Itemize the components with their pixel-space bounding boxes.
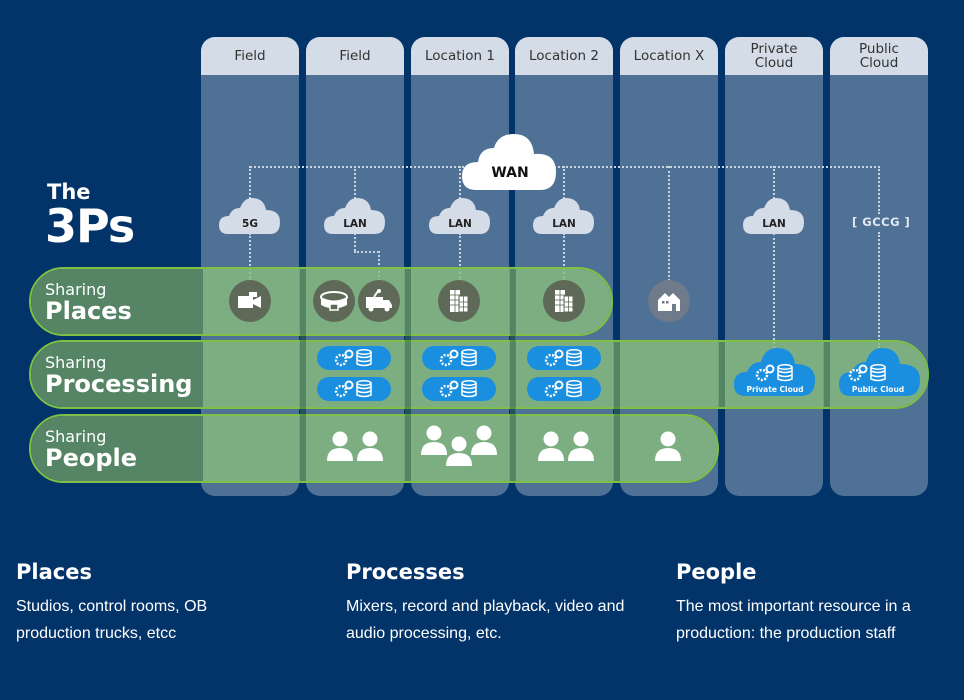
band-title: Places <box>45 297 132 325</box>
column-header: Location 2 <box>515 37 613 75</box>
gccg-label: [ GCCG ] <box>852 215 911 229</box>
link-line <box>354 166 356 206</box>
link-line <box>249 233 251 281</box>
column-header: Field <box>201 37 299 75</box>
legend-heading-places: Places <box>16 560 92 584</box>
lan-cloud-icon: LAN <box>743 198 804 234</box>
link-line <box>563 233 565 281</box>
legend-heading-people: People <box>676 560 757 584</box>
person-icon <box>567 430 595 467</box>
private-cloud-label: Private Cloud <box>747 385 804 394</box>
5g-cloud-icon: 5G <box>219 198 280 234</box>
cloud-label: LAN <box>762 218 786 230</box>
column-header: Location 1 <box>411 37 509 75</box>
person-icon <box>445 435 473 472</box>
building-icon <box>438 280 480 322</box>
stadium-icon <box>313 280 355 322</box>
lan-cloud-icon: LAN <box>429 198 490 234</box>
processing-unit-icon <box>317 346 391 370</box>
public-cloud-label: Public Cloud <box>852 385 904 394</box>
column-header-text: Private Cloud <box>750 41 798 71</box>
band-label-area <box>31 269 203 334</box>
lan-cloud-icon: LAN <box>533 198 594 234</box>
person-icon <box>356 430 384 467</box>
column-separator <box>614 342 620 481</box>
legend-text-places: Studios, control rooms, OB production tr… <box>16 598 208 642</box>
lan-cloud-icon: LAN <box>324 198 385 234</box>
band-label: Sharing Places <box>45 281 132 324</box>
person-icon <box>326 430 354 467</box>
band-sharing-text: Sharing <box>45 427 107 446</box>
column-separator <box>300 269 306 481</box>
processing-unit-icon <box>422 377 496 401</box>
wan-label: WAN <box>491 165 528 181</box>
processing-unit-icon <box>317 377 391 401</box>
public-cloud-icon: Public Cloud <box>839 348 920 396</box>
processing-unit-icon <box>422 346 496 370</box>
house-icon <box>648 280 690 322</box>
person-icon <box>537 430 565 467</box>
column-separator <box>405 269 411 481</box>
wan-link-line <box>250 166 880 168</box>
band-title: Processing <box>45 370 193 398</box>
camera-icon <box>229 280 271 322</box>
band-label-area <box>31 416 203 481</box>
link-line <box>459 166 461 206</box>
column-header: Public Cloud <box>830 37 928 75</box>
link-line <box>878 166 880 214</box>
band-label: Sharing Processing <box>45 354 192 397</box>
cloud-label: 5G <box>242 218 258 230</box>
band-sharing-text: Sharing <box>45 280 107 299</box>
ob-truck-icon <box>358 280 400 322</box>
link-line <box>878 232 880 348</box>
link-line <box>249 166 251 206</box>
link-line <box>563 166 565 206</box>
column-separator <box>824 342 830 407</box>
band-label-area <box>31 342 203 407</box>
title-3ps: 3Ps <box>45 199 135 253</box>
column-header: Field <box>306 37 404 75</box>
person-icon <box>470 424 498 461</box>
link-line <box>773 233 775 348</box>
link-line <box>459 233 461 281</box>
band-label: Sharing People <box>45 428 137 471</box>
building-icon <box>543 280 585 322</box>
private-cloud-icon: Private Cloud <box>734 348 815 396</box>
processing-unit-icon <box>527 346 601 370</box>
wan-cloud-icon: WAN <box>462 134 556 190</box>
column-separator <box>510 269 516 481</box>
band-title: People <box>45 444 138 472</box>
column-header-text: Public Cloud <box>859 41 899 71</box>
band-sharing-text: Sharing <box>45 353 107 372</box>
column-header: Private Cloud <box>725 37 823 75</box>
link-line <box>354 233 356 251</box>
person-icon <box>654 430 682 467</box>
title-the: The <box>47 180 91 204</box>
legend-text-people: The most important resource in a product… <box>676 598 911 642</box>
legend-text-processes: Mixers, record and playback, video and a… <box>346 598 625 642</box>
column-separator <box>719 342 725 407</box>
cloud-label: LAN <box>552 218 576 230</box>
column-header: Location X <box>620 37 718 75</box>
processing-unit-icon <box>527 377 601 401</box>
cloud-label: LAN <box>448 218 472 230</box>
link-line <box>668 166 670 281</box>
link-line <box>354 251 379 253</box>
cloud-label: LAN <box>343 218 367 230</box>
link-line <box>378 251 380 281</box>
legend-heading-processes: Processes <box>346 560 465 584</box>
link-line <box>773 166 775 206</box>
person-icon <box>420 424 448 461</box>
